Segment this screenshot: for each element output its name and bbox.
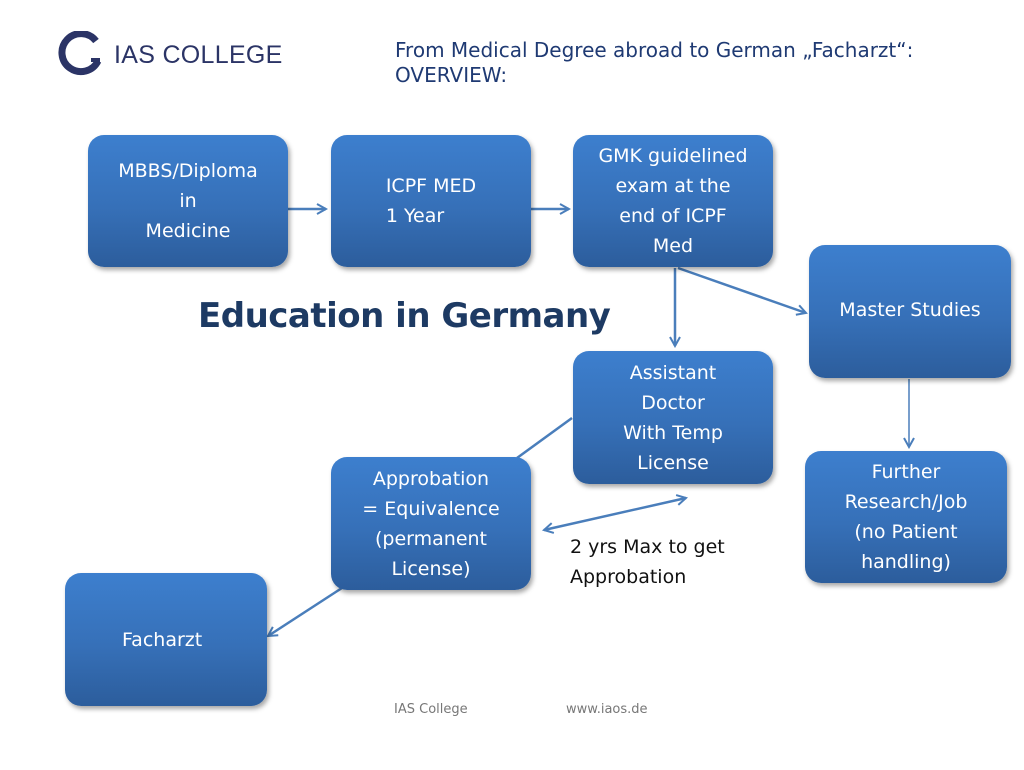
logo: IAS COLLEGE bbox=[58, 30, 283, 80]
node-approbation: Approbation = Equivalence (permanent Lic… bbox=[331, 457, 531, 590]
node-gmk: GMK guidelined exam at the end of ICPF M… bbox=[573, 135, 773, 267]
page-title: From Medical Degree abroad to German „Fa… bbox=[395, 38, 913, 88]
node-mbbs-label: MBBS/Diploma in Medicine bbox=[118, 160, 258, 242]
ias-ring-logo-icon bbox=[58, 31, 102, 76]
node-facharzt-label: Facharzt bbox=[122, 628, 203, 651]
line-assistant-to-approbation bbox=[516, 416, 573, 460]
footer-college: IAS College bbox=[394, 702, 468, 717]
node-master: Master Studies bbox=[809, 245, 1011, 378]
node-master-label: Master Studies bbox=[839, 299, 981, 321]
node-gmk-label: GMK guidelined exam at the end of ICPF M… bbox=[598, 145, 748, 257]
logo-text: IAS COLLEGE bbox=[114, 40, 283, 69]
node-assistant: Assistant Doctor With Temp License bbox=[573, 351, 773, 484]
node-assistant-label: Assistant Doctor With Temp License bbox=[623, 361, 723, 474]
double-arrow-approbation-assistant bbox=[544, 498, 686, 530]
approbation-time-note: 2 yrs Max to get Approbation bbox=[570, 536, 725, 588]
section-heading: Education in Germany bbox=[198, 296, 611, 336]
arrow-gmk-to-master bbox=[677, 266, 806, 313]
node-mbbs: MBBS/Diploma in Medicine bbox=[88, 135, 288, 267]
title-line-1: From Medical Degree abroad to German „Fa… bbox=[395, 38, 914, 62]
node-icpf-label: ICPF MED 1 Year bbox=[385, 175, 477, 227]
node-further: Further Research/Job (no Patient handlin… bbox=[805, 451, 1007, 583]
node-facharzt: Facharzt bbox=[65, 573, 267, 706]
node-approbation-label: Approbation = Equivalence (permanent Lic… bbox=[362, 467, 500, 580]
footer-website: www.iaos.de bbox=[566, 702, 648, 717]
arrow-approbation-to-facharzt bbox=[268, 584, 346, 636]
title-line-2: OVERVIEW: bbox=[395, 63, 508, 87]
node-further-label: Further Research/Job (no Patient handlin… bbox=[844, 461, 968, 573]
node-icpf: ICPF MED 1 Year bbox=[331, 135, 531, 267]
